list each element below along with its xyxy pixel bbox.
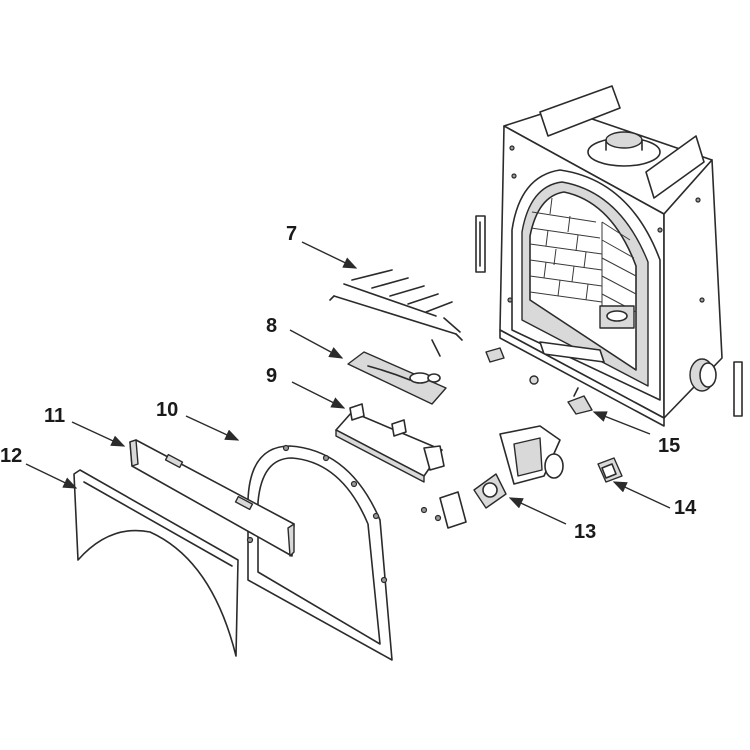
- callout-14: 14: [674, 497, 697, 519]
- top-standoff-left: [539, 85, 621, 137]
- blower-fan: [482, 482, 498, 498]
- bracket-tab-right: [423, 445, 445, 471]
- firebox-bottom-rim: [499, 329, 665, 427]
- burner-venturi: [409, 372, 431, 384]
- part-9-valve-bracket: [335, 403, 445, 483]
- leader-7: [301, 241, 358, 269]
- callout-7: 7: [286, 223, 297, 245]
- callout-10: 10: [156, 399, 178, 421]
- leader-14: [612, 481, 671, 509]
- bracket-tab-left: [349, 403, 365, 421]
- top-standoff-right: [645, 135, 705, 199]
- leader-lines: [25, 241, 671, 525]
- callout-labels: 7 8 9 10 11 12 13 14 15: [0, 223, 697, 543]
- door-frame-inner: [257, 457, 381, 645]
- screw: [529, 375, 539, 385]
- leader-15: [592, 411, 651, 435]
- arch-panel-face: [73, 469, 239, 657]
- part-12-arch-panel: [73, 469, 239, 657]
- callout-11: 11: [44, 405, 65, 427]
- callout-9: 9: [266, 365, 277, 387]
- fitting-left: [485, 347, 505, 363]
- right-nailing-strip: [733, 361, 743, 417]
- burner-tray-plate: [347, 351, 447, 405]
- callout-12: 12: [0, 445, 22, 467]
- leader-13: [508, 497, 567, 525]
- callout-13: 13: [574, 521, 596, 543]
- leader-11: [71, 421, 126, 447]
- trim-bar-end-left: [129, 439, 139, 467]
- flue-collar: [605, 131, 643, 149]
- leader-10: [185, 415, 240, 441]
- part-10-arched-door-frame: [246, 444, 393, 661]
- callout-8: 8: [266, 315, 277, 337]
- bracket-front-edge: [335, 429, 425, 483]
- firebox-right-side: [663, 159, 723, 419]
- part-11-trim-bar: [129, 439, 295, 557]
- leader-12: [25, 463, 78, 489]
- firebox-floor-tray: [539, 341, 605, 363]
- fitting-15: [567, 395, 593, 415]
- callout-15: 15: [658, 435, 680, 457]
- leader-8: [289, 329, 344, 359]
- part-7-log-grate: [329, 269, 463, 357]
- leader-9: [291, 381, 346, 409]
- blower-outlet: [544, 453, 564, 479]
- bracket-tab-mid: [391, 419, 407, 437]
- firebox-assembly: [475, 85, 743, 427]
- blower-housing-side: [513, 437, 543, 477]
- part-15-fittings: [567, 387, 593, 415]
- part-8-burner-tray: [347, 351, 447, 405]
- trim-bar-end-right: [287, 523, 295, 557]
- blower-mount-plate: [439, 491, 467, 529]
- part-14-switch: [597, 457, 623, 483]
- part-13-blower-assembly: [420, 425, 564, 529]
